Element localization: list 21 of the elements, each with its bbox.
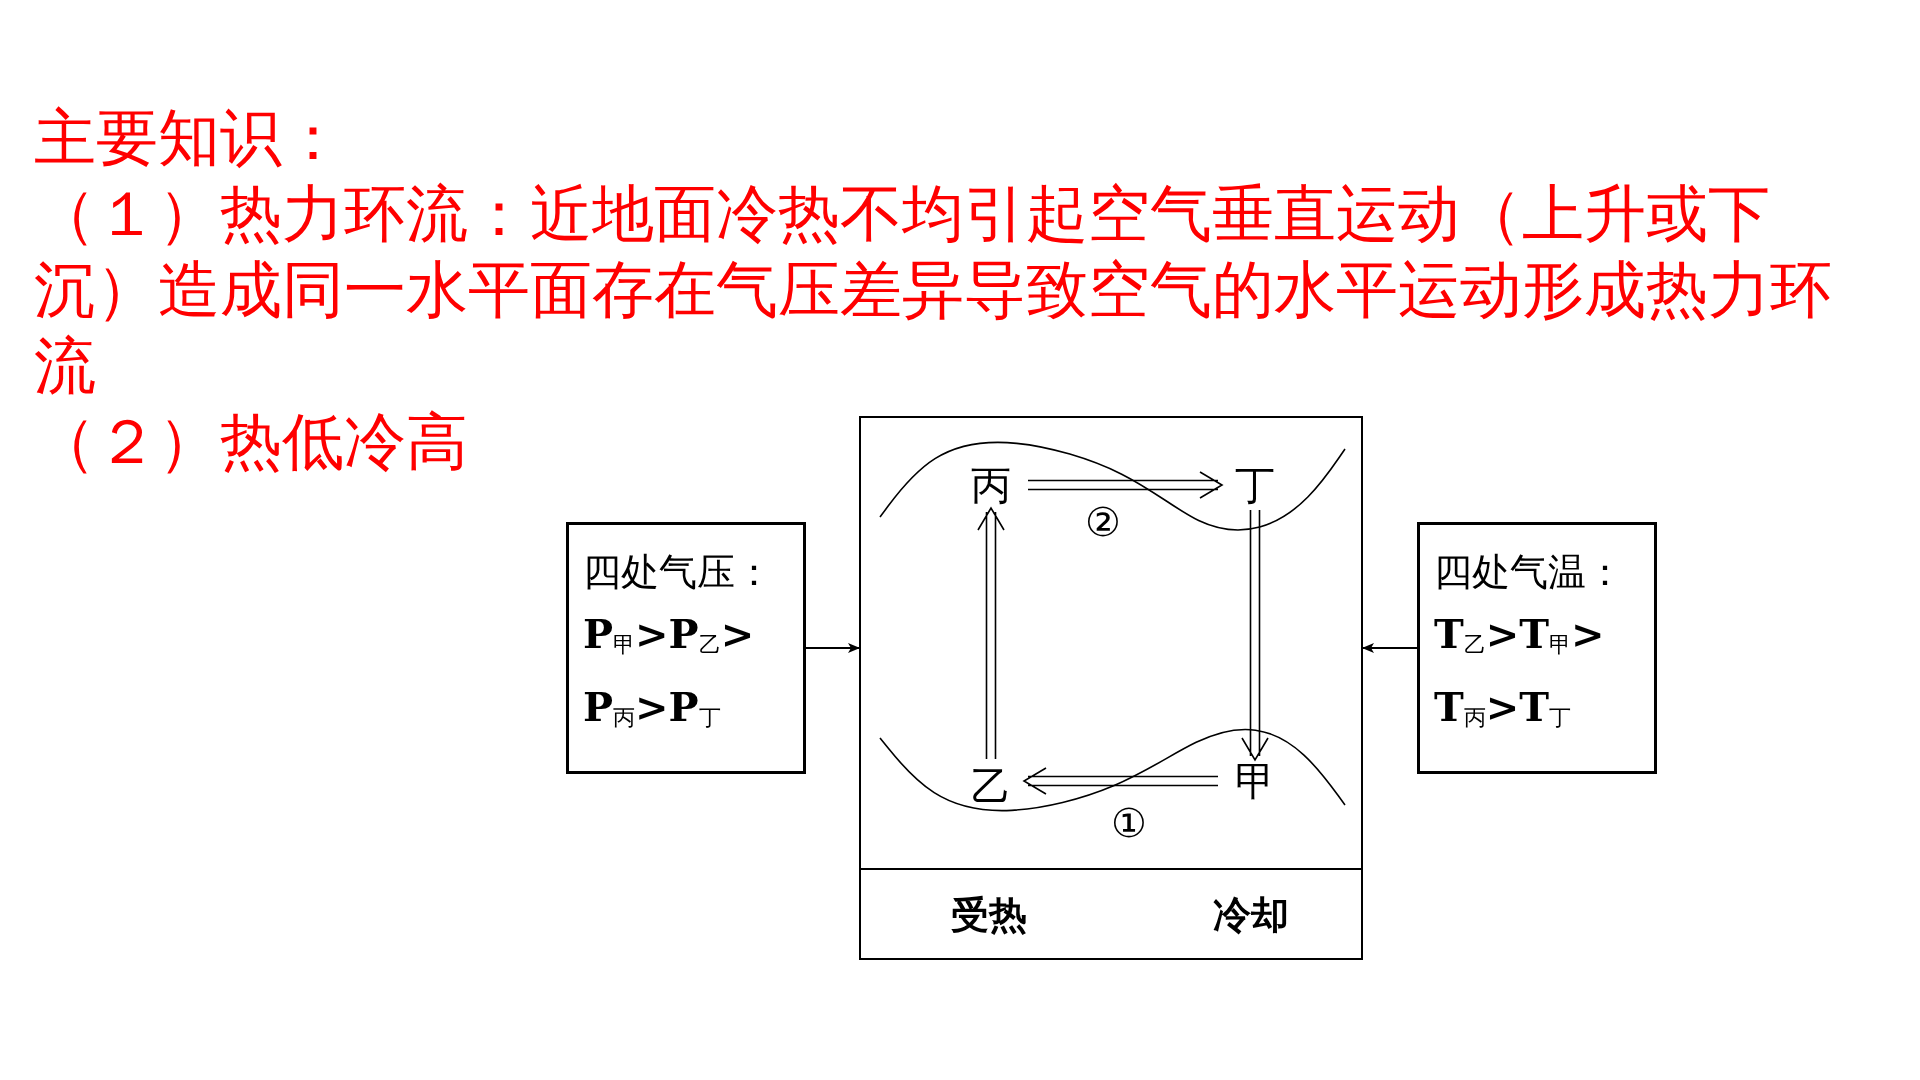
double-line-arrow — [1027, 471, 1224, 499]
note-text: （２）热低冷高 — [34, 404, 469, 480]
text-box — [1417, 522, 1657, 774]
inequality-text: P$_{甲}$>P$_{乙}$>P$_{丙}$>P$_{丁}$ — [583, 609, 756, 732]
heading: 主要知识： — [34, 100, 344, 176]
band-label: 冷却 — [1213, 892, 1289, 938]
text-box — [566, 522, 806, 774]
arrow — [805, 643, 860, 653]
point-label: 丁 — [1235, 462, 1275, 508]
point-label: 甲 — [1235, 758, 1275, 804]
inequality-text: T$_{乙}$>T$_{甲}$>T$_{丙}$>T$_{丁}$ — [1434, 609, 1606, 732]
point-label: 乙 — [971, 763, 1011, 809]
double-line-arrow — [977, 506, 1005, 760]
point-label: 丙 — [971, 462, 1011, 508]
band-label: 受热 — [951, 892, 1027, 938]
double-line-arrow — [1022, 767, 1219, 795]
note-text: （１）热力环流：近地面冷热不均引起空气垂直运动（上升或下沉）造成同一水平面存在气压差异导致空气的水平运动形成热力环流 — [34, 176, 1833, 404]
double-line-arrow — [1241, 509, 1269, 762]
box-heading: 四处气温： — [1434, 549, 1624, 596]
box-heading: 四处气压： — [583, 549, 773, 596]
arrow — [1362, 643, 1418, 653]
